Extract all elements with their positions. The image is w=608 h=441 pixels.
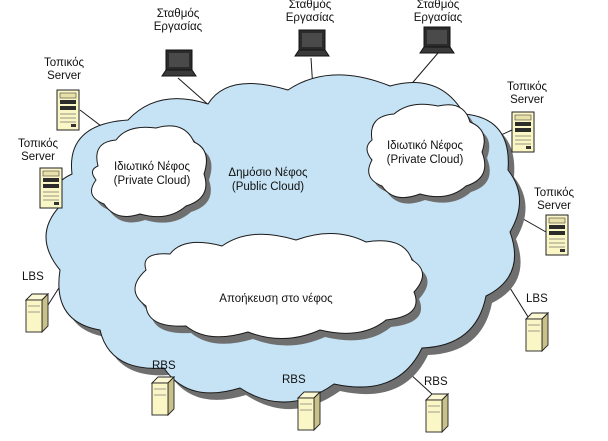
rbs-label: RBS	[424, 376, 448, 388]
rbs-station-icon	[297, 391, 321, 431]
rbs-station-icon	[425, 393, 449, 433]
lbs-label: LBS	[22, 271, 44, 283]
private-cloud-label: Ιδιωτικό Νέφος(Private Cloud)	[113, 161, 191, 187]
private-cloud-left	[91, 125, 207, 218]
cloud-storage-label: Αποήκευση στο νέφος	[219, 293, 333, 305]
lbs-station-icon	[525, 312, 549, 352]
local-server-icon	[39, 167, 63, 209]
rbs-label: RBS	[152, 360, 176, 372]
rbs-label: RBS	[282, 374, 306, 386]
local-server-icon	[545, 214, 569, 256]
lbs-station-icon	[25, 293, 49, 333]
workstation-laptop-icon	[161, 49, 197, 77]
private-cloud-label: Ιδιωτικό Νέφος(Private Cloud)	[386, 140, 464, 166]
workstation-laptop-icon	[294, 29, 330, 57]
local-server-icon	[56, 89, 80, 131]
lbs-label: LBS	[526, 293, 548, 305]
workstation-laptop-icon	[419, 26, 455, 54]
local-server-icon	[511, 111, 535, 153]
public-cloud-label: Δημόσιο Νέφος(Public Cloud)	[228, 167, 308, 193]
private-cloud-right	[366, 103, 486, 199]
cloud-storage	[134, 232, 423, 340]
rbs-station-icon	[151, 376, 175, 416]
